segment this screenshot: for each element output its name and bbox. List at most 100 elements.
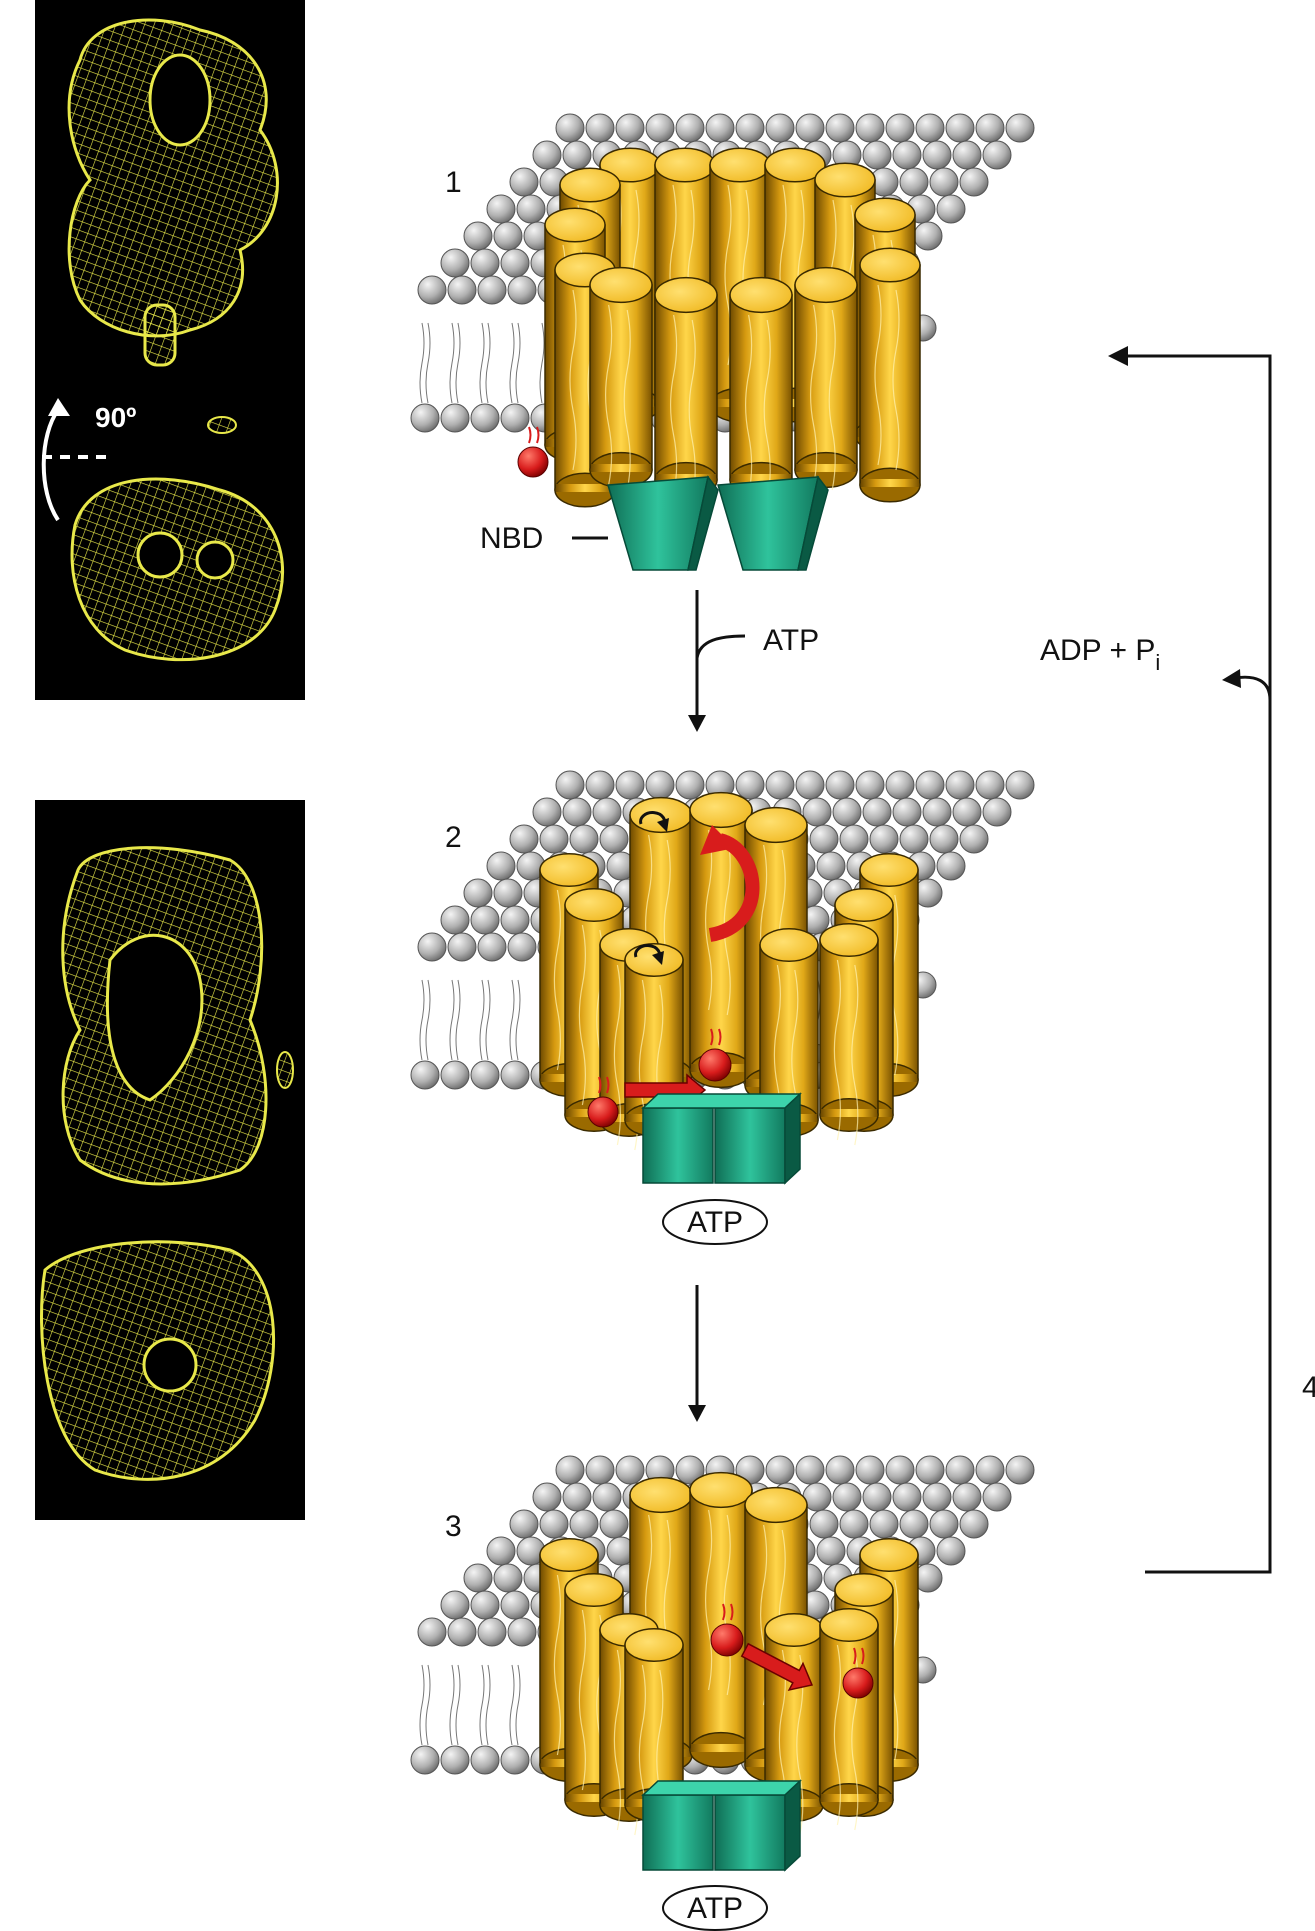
lipid-tail: [419, 322, 431, 404]
lipid-head: [417, 1617, 447, 1647]
lipid-head: [493, 878, 523, 908]
lipid-head: [470, 905, 500, 935]
lipid-head: [975, 1455, 1005, 1485]
lipid-head: [735, 113, 765, 143]
lipid-head: [486, 851, 516, 881]
lipid-tail: [449, 979, 461, 1061]
lipid-tail: [449, 322, 461, 404]
substrate-tail: [722, 1603, 734, 1621]
lipid-tail: [479, 322, 491, 404]
adp-pi-label: ADP + Pi: [1040, 634, 1160, 675]
lipid-head: [945, 1455, 975, 1485]
lipid-head: [825, 1455, 855, 1485]
lipid-head: [470, 1060, 500, 1090]
lipid-head: [929, 824, 959, 854]
lipid-head: [615, 770, 645, 800]
lipid-head: [945, 770, 975, 800]
substrate-molecule: [587, 1096, 619, 1128]
em-panel-bottom: [35, 800, 305, 1520]
lipid-head: [892, 797, 922, 827]
helix-cylinder: [654, 276, 718, 501]
lipid-head: [463, 1563, 493, 1593]
lipid-head: [915, 770, 945, 800]
substrate-tail: [528, 426, 540, 444]
substrate-molecule: [842, 1667, 874, 1699]
lipid-head: [802, 797, 832, 827]
lipid-head: [959, 1509, 989, 1539]
lipid-head: [899, 824, 929, 854]
lipid-head: [599, 824, 629, 854]
arrow-atp-label: ATP: [763, 624, 819, 657]
lipid-head: [585, 1455, 615, 1485]
lipid-head: [555, 770, 585, 800]
lipid-head: [447, 275, 477, 305]
return-arrow-step3-to-step1: [1108, 346, 1272, 1574]
lipid-head: [795, 1455, 825, 1485]
lipid-head: [675, 113, 705, 143]
lipid-head: [555, 113, 585, 143]
lipid-head: [675, 1455, 705, 1485]
lipid-head: [832, 1482, 862, 1512]
lipid-head: [945, 113, 975, 143]
lipid-head: [899, 1509, 929, 1539]
lipid-head: [500, 1590, 530, 1620]
lipid-head: [470, 1745, 500, 1775]
rotation-label: 90º: [95, 402, 136, 433]
lipid-head: [825, 113, 855, 143]
lipid-head: [585, 113, 615, 143]
lipid-head: [832, 797, 862, 827]
lipid-head: [915, 1455, 945, 1485]
lipid-head: [486, 1536, 516, 1566]
nbd-open-icon: [717, 475, 829, 571]
lipid-head: [839, 824, 869, 854]
lipid-head: [615, 1455, 645, 1485]
lipid-tail: [419, 979, 431, 1061]
lipid-head: [885, 770, 915, 800]
lipid-head: [885, 113, 915, 143]
lipid-head: [765, 1455, 795, 1485]
lipid-head: [507, 275, 537, 305]
lipid-head: [982, 140, 1012, 170]
lipid-head: [922, 1482, 952, 1512]
lipid-head: [892, 140, 922, 170]
helix-cylinder: [794, 266, 858, 491]
lipid-head: [569, 1509, 599, 1539]
lipid-head: [809, 824, 839, 854]
helix-cylinder: [689, 1471, 753, 1769]
lipid-head: [959, 824, 989, 854]
nbd-open-icon: [607, 475, 719, 571]
lipid-head: [982, 1482, 1012, 1512]
arrow-step2-to-step3: [688, 1285, 706, 1422]
helix-cylinder: [589, 266, 653, 491]
lipid-head: [1005, 770, 1035, 800]
lipid-head: [507, 932, 537, 962]
lipid-head: [440, 1060, 470, 1090]
lipid-head: [645, 113, 675, 143]
lipid-head: [410, 403, 440, 433]
lipid-head: [952, 797, 982, 827]
lipid-head: [936, 194, 966, 224]
lipid-head: [500, 905, 530, 935]
lipid-head: [959, 167, 989, 197]
lipid-head: [892, 1482, 922, 1512]
lipid-head: [463, 878, 493, 908]
lipid-head: [477, 275, 507, 305]
lipid-head: [869, 824, 899, 854]
lipid-tail: [479, 1664, 491, 1746]
lipid-head: [592, 797, 622, 827]
substrate-molecule: [698, 1048, 732, 1082]
helix-rotation-icon: [639, 811, 669, 832]
lipid-head: [470, 403, 500, 433]
lipid-head: [929, 167, 959, 197]
lipid-head: [562, 797, 592, 827]
substrate-tail: [853, 1647, 865, 1665]
lipid-head: [516, 194, 546, 224]
helix-cylinder: [729, 276, 793, 501]
lipid-head: [539, 1509, 569, 1539]
lipid-head: [795, 770, 825, 800]
helix-rotation-icon: [634, 944, 664, 965]
lipid-head: [509, 824, 539, 854]
lipid-head: [885, 1455, 915, 1485]
lipid-head: [1005, 113, 1035, 143]
